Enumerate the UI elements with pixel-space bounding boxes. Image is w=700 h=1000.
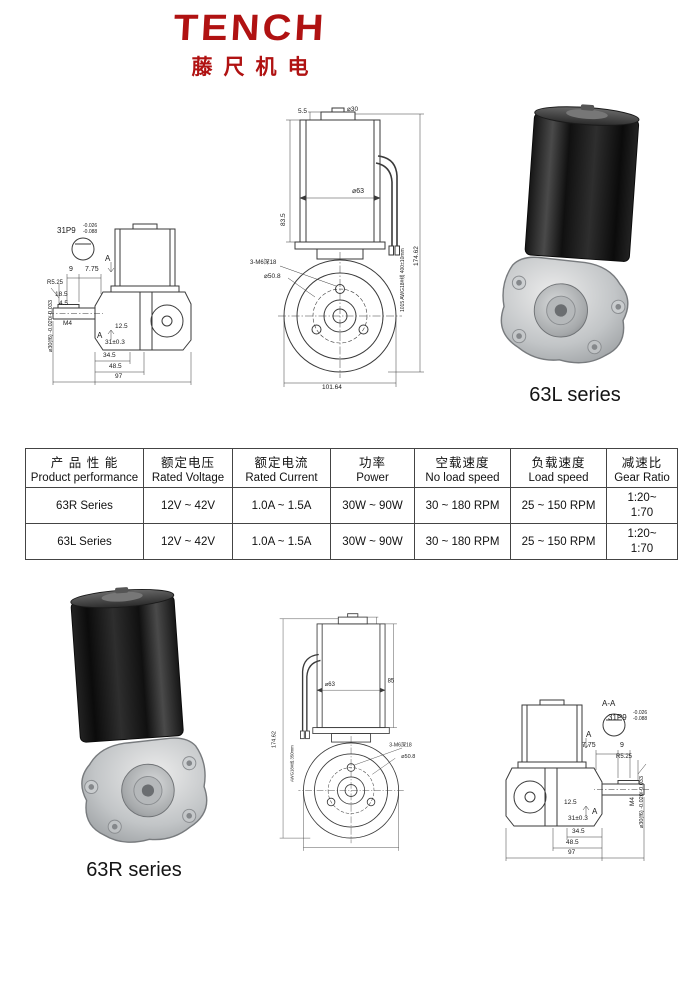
dim-label: R5.25 [47, 280, 64, 286]
dim-label: ⌀30(f6) -0.020/-0.033 [639, 776, 645, 828]
dim-label: A [105, 254, 111, 263]
dim-label: AWG18#线 350mm [289, 745, 295, 782]
dim-label: 12.5 [564, 799, 577, 806]
cell-load-speed: 25 ~ 150 RPM [510, 487, 607, 524]
dim-label: 48.5 [566, 839, 579, 846]
cell-load-speed: 25 ~ 150 RPM [510, 523, 607, 560]
cell-no-load-speed: 30 ~ 180 RPM [414, 487, 511, 524]
dim-label: ⌀50.8 [401, 753, 416, 760]
dim-label: ⌀50.8 [264, 273, 281, 280]
cell-power: 30W ~ 90W [330, 487, 415, 524]
dim-label: ⌀63 [352, 188, 365, 195]
dim-label: 34.5 [103, 352, 116, 359]
dim-label: R5.25 [616, 754, 633, 760]
photo-63r-motor [35, 585, 233, 857]
dim-label: A [97, 331, 103, 340]
dim-label: 101.64 [322, 384, 342, 391]
spec-row-63l: 63L Series 12V ~ 42V 1.0A ~ 1.5A 30W ~ 9… [25, 523, 678, 560]
dim-label: 97 [568, 849, 576, 856]
dim-label: 18.5 [55, 291, 68, 298]
side-view-linework-icon [462, 698, 652, 868]
dim-label: ⌀63 [324, 681, 335, 688]
cell-voltage: 12V ~ 42V [143, 487, 233, 524]
dim-label: 83.5 [280, 213, 287, 226]
dim-label: 12.5 [115, 323, 128, 330]
brand-logo: TENCH 藤尺机电 [160, 8, 340, 81]
dim-label: 34.5 [572, 828, 585, 835]
dim-label: 4.5 [59, 300, 69, 307]
dim-label: 85 [387, 678, 395, 685]
dim-label: 3-M6深18 [250, 260, 277, 266]
dim-label: 5.5 [298, 108, 308, 115]
dim-label: -0.088 [633, 716, 648, 722]
cell-series: 63R Series [25, 487, 144, 524]
dim-label: 31P9 [608, 713, 627, 722]
dim-label: -0.088 [83, 229, 98, 235]
dim-label: A [592, 807, 598, 816]
dim-label: A-A [602, 699, 616, 708]
dim-label: -0.026 [633, 710, 648, 716]
dim-label: 48.5 [109, 363, 122, 370]
dim-label: ⌀30(f6) -0.020/-0.033 [48, 300, 54, 352]
cell-no-load-speed: 30 ~ 180 RPM [414, 523, 511, 560]
dim-label: 174.62 [271, 731, 278, 748]
dim-label: ⌀30 [347, 106, 359, 113]
cell-gear-ratio: 1:20~ 1:70 [606, 523, 678, 560]
motor-photo-icon [480, 102, 670, 378]
brand-name: TENCH [172, 7, 328, 49]
side-view-linework-icon [45, 222, 235, 392]
dim-label: M4 [629, 796, 636, 806]
brand-name-chinese: 藤尺机电 [191, 56, 320, 79]
cell-series: 63L Series [25, 523, 144, 560]
dim-label: 9 [69, 266, 73, 273]
series-label-63r: 63R series [86, 859, 182, 881]
dim-label: 174.62 [413, 246, 420, 266]
dim-label: 7.75 [582, 742, 596, 749]
spec-row-63r: 63R Series 12V ~ 42V 1.0A ~ 1.5A 30W ~ 9… [25, 487, 678, 524]
dim-label: -0.026 [83, 223, 98, 229]
front-view-linework-icon [272, 612, 429, 859]
dim-label: 9 [620, 742, 624, 749]
photo-63l-motor [480, 102, 670, 378]
motor-photo-icon [35, 585, 233, 857]
dim-label: 97 [115, 373, 123, 380]
drawing-63l-front-view: 5.5 ⌀30 ⌀63 83.5 174.62 1015 AWG18#线 400±10mm… [248, 106, 433, 396]
dim-label: 7.75 [85, 266, 99, 273]
dim-label: A [586, 730, 592, 739]
cell-power: 30W ~ 90W [330, 523, 415, 560]
cell-voltage: 12V ~ 42V [143, 523, 233, 560]
series-label-63l: 63L series [529, 384, 621, 406]
cell-current: 1.0A ~ 1.5A [232, 487, 331, 524]
dim-label: 31±0.3 [105, 339, 125, 346]
dim-label: M4 [63, 320, 73, 327]
dim-label: 31±0.3 [568, 815, 588, 822]
dim-label: 31P9 [57, 226, 76, 235]
dim-label: 1015 AWG18#线 400±10mm [400, 248, 406, 312]
cell-gear-ratio: 1:20~ 1:70 [606, 487, 678, 524]
cell-current: 1.0A ~ 1.5A [232, 523, 331, 560]
dim-label: 3-M6深18 [389, 742, 412, 748]
